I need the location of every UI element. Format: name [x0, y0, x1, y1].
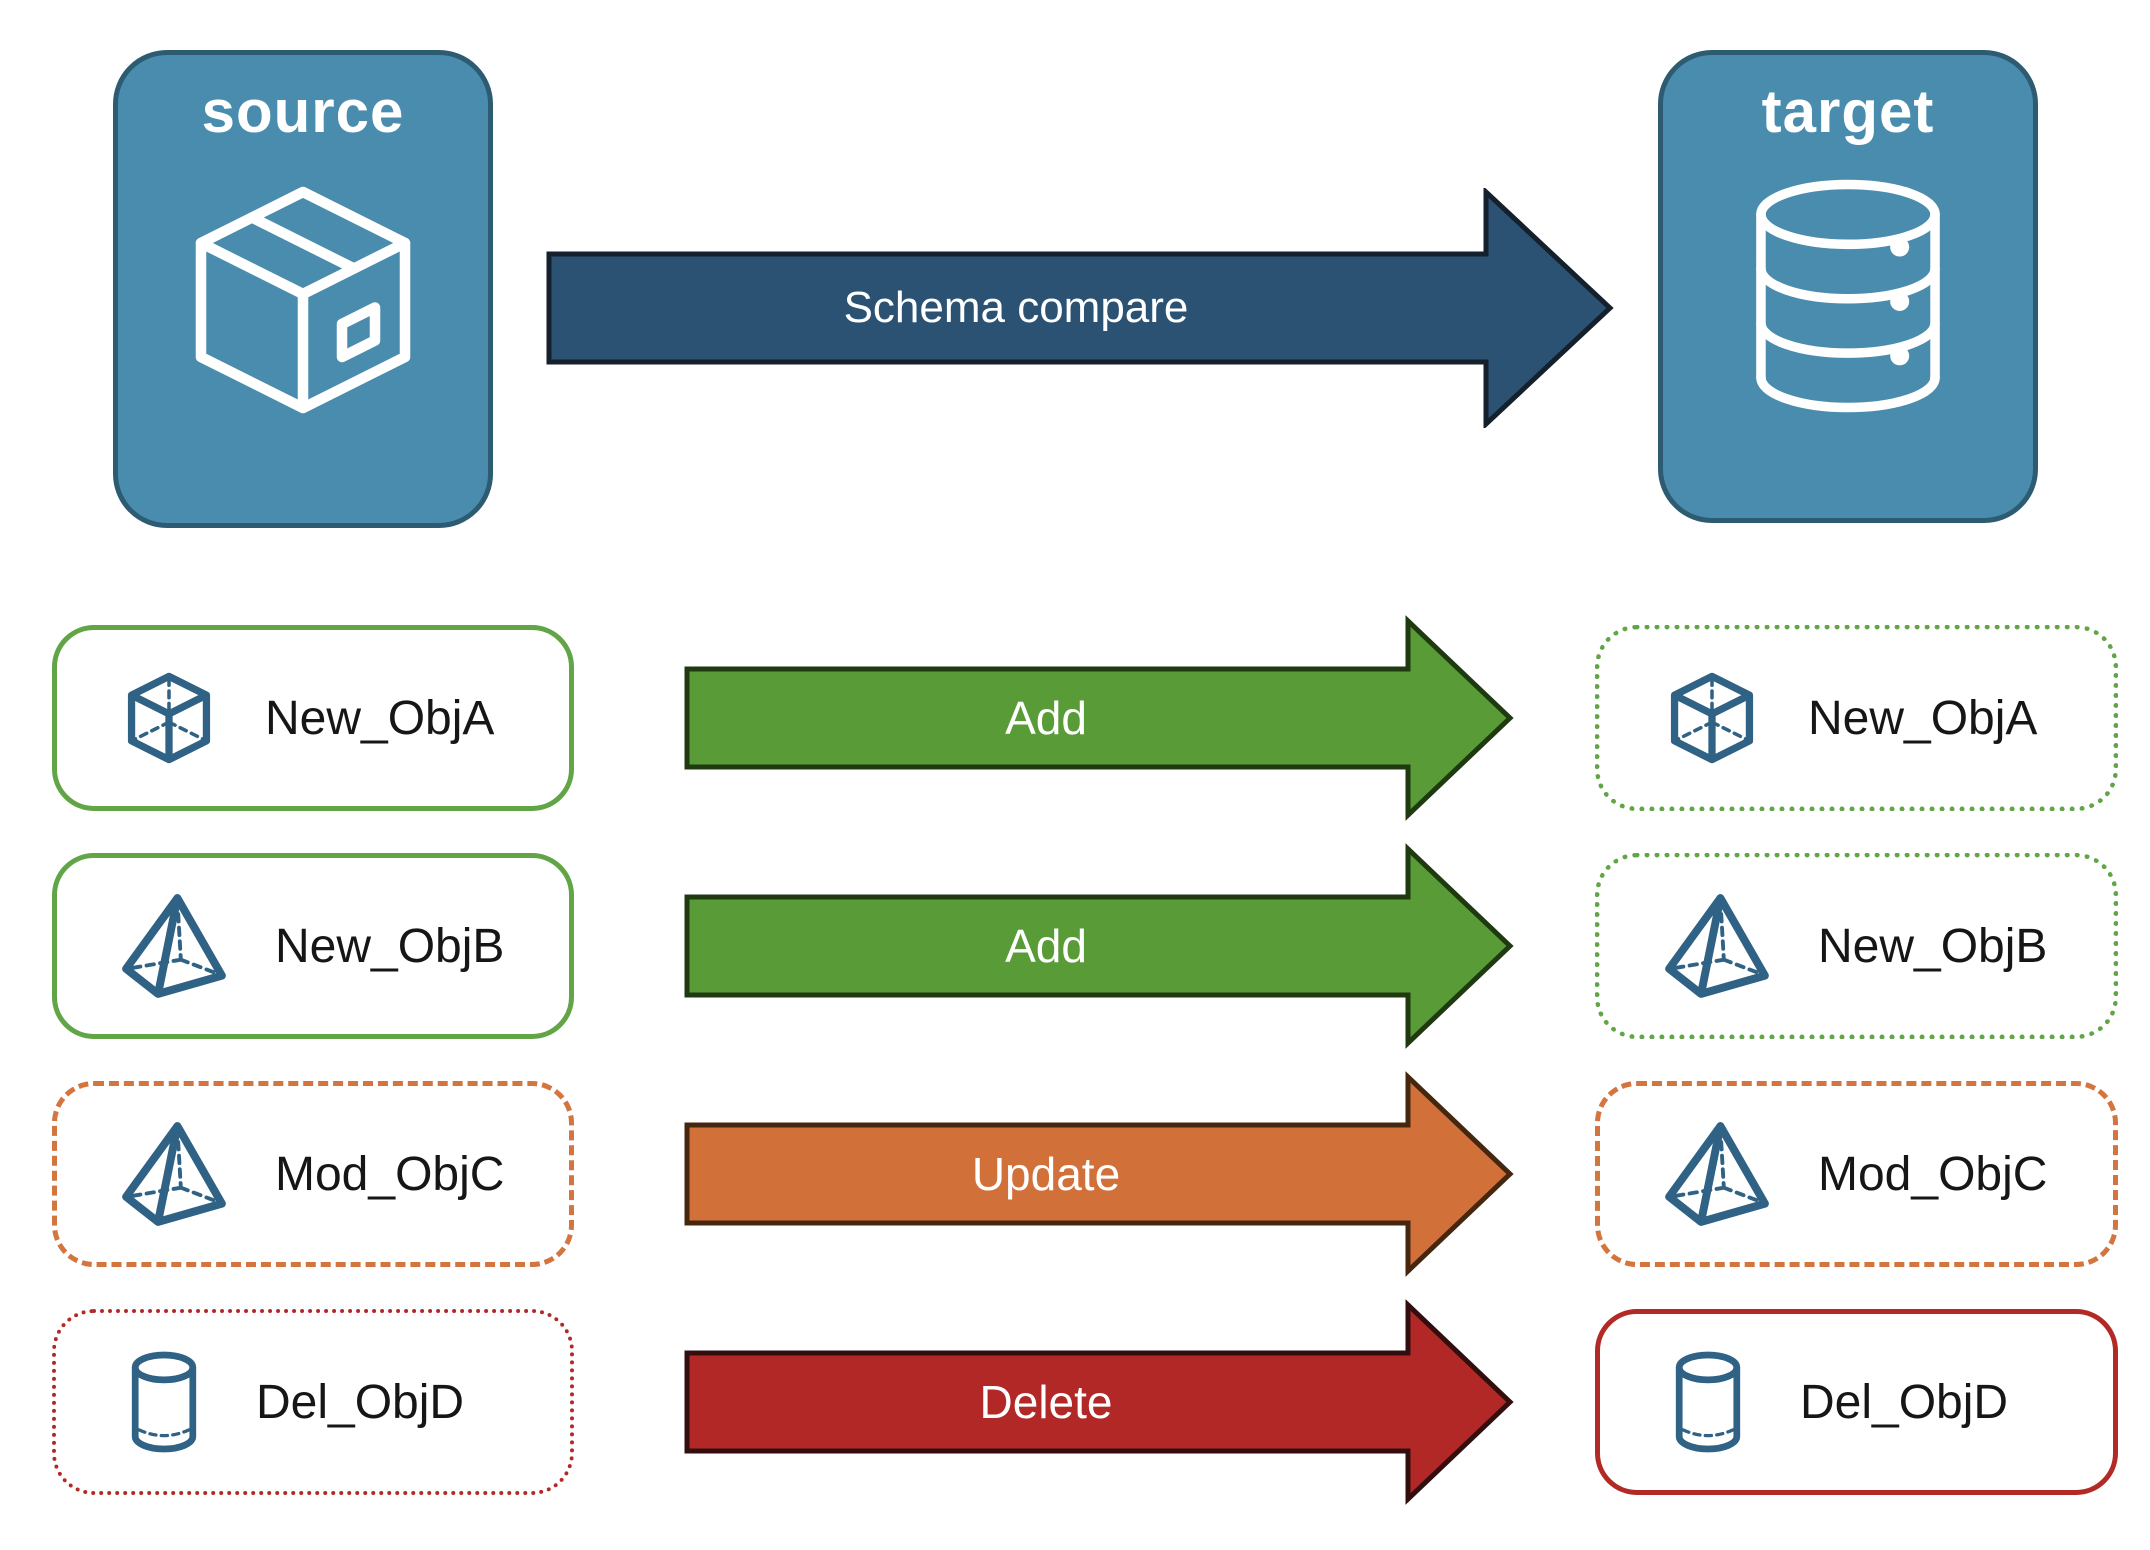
schema-compare-arrow — [546, 188, 1614, 428]
cube-icon — [1660, 666, 1764, 770]
update-arrow-label-row3: Update — [971, 1148, 1121, 1200]
target-panel: target — [1658, 50, 2038, 523]
pyramid-icon — [1660, 889, 1774, 1003]
target-object-box-row4: Del_ObjD — [1595, 1309, 2118, 1495]
object-name: New_ObjA — [265, 691, 495, 745]
object-name: Del_ObjD — [1800, 1375, 2009, 1429]
source-object-box-row3: Mod_ObjC — [52, 1081, 574, 1267]
pyramid-icon — [117, 1117, 231, 1231]
source-panel: source — [113, 50, 493, 528]
add-arrow-label-row2: Add — [1005, 920, 1087, 972]
object-name: Del_ObjD — [256, 1375, 465, 1429]
object-name: Mod_ObjC — [1818, 1147, 2048, 1201]
object-name: New_ObjA — [1808, 691, 2038, 745]
pyramid-icon — [117, 889, 231, 1003]
pyramid-icon — [1660, 1117, 1774, 1231]
object-name: New_ObjB — [1818, 919, 2048, 973]
object-name: New_ObjB — [275, 919, 505, 973]
delete-arrow-row4 — [684, 1299, 1514, 1505]
target-object-box-row1: New_ObjA — [1595, 625, 2118, 811]
source-object-box-row4: Del_ObjD — [52, 1309, 574, 1495]
target-panel-title: target — [1761, 78, 1935, 145]
target-object-box-row3: Mod_ObjC — [1595, 1081, 2118, 1267]
cube-icon — [117, 666, 221, 770]
delete-arrow-label-row4: Delete — [979, 1376, 1113, 1428]
package-icon — [153, 150, 453, 450]
update-arrow-row3 — [684, 1071, 1514, 1277]
add-arrow-row2 — [684, 843, 1514, 1049]
cylinder-icon — [116, 1344, 212, 1460]
target-object-box-row2: New_ObjB — [1595, 853, 2118, 1039]
source-object-box-row2: New_ObjB — [52, 853, 574, 1039]
schema-compare-arrow-label: Schema compare — [843, 283, 1189, 332]
cylinder-icon — [1660, 1344, 1756, 1460]
source-object-box-row1: New_ObjA — [52, 625, 574, 811]
add-arrow-label-row1: Add — [1005, 692, 1087, 744]
add-arrow-row1 — [684, 615, 1514, 821]
database-icon — [1712, 146, 1984, 446]
object-name: Mod_ObjC — [275, 1147, 505, 1201]
source-panel-title: source — [201, 78, 405, 145]
